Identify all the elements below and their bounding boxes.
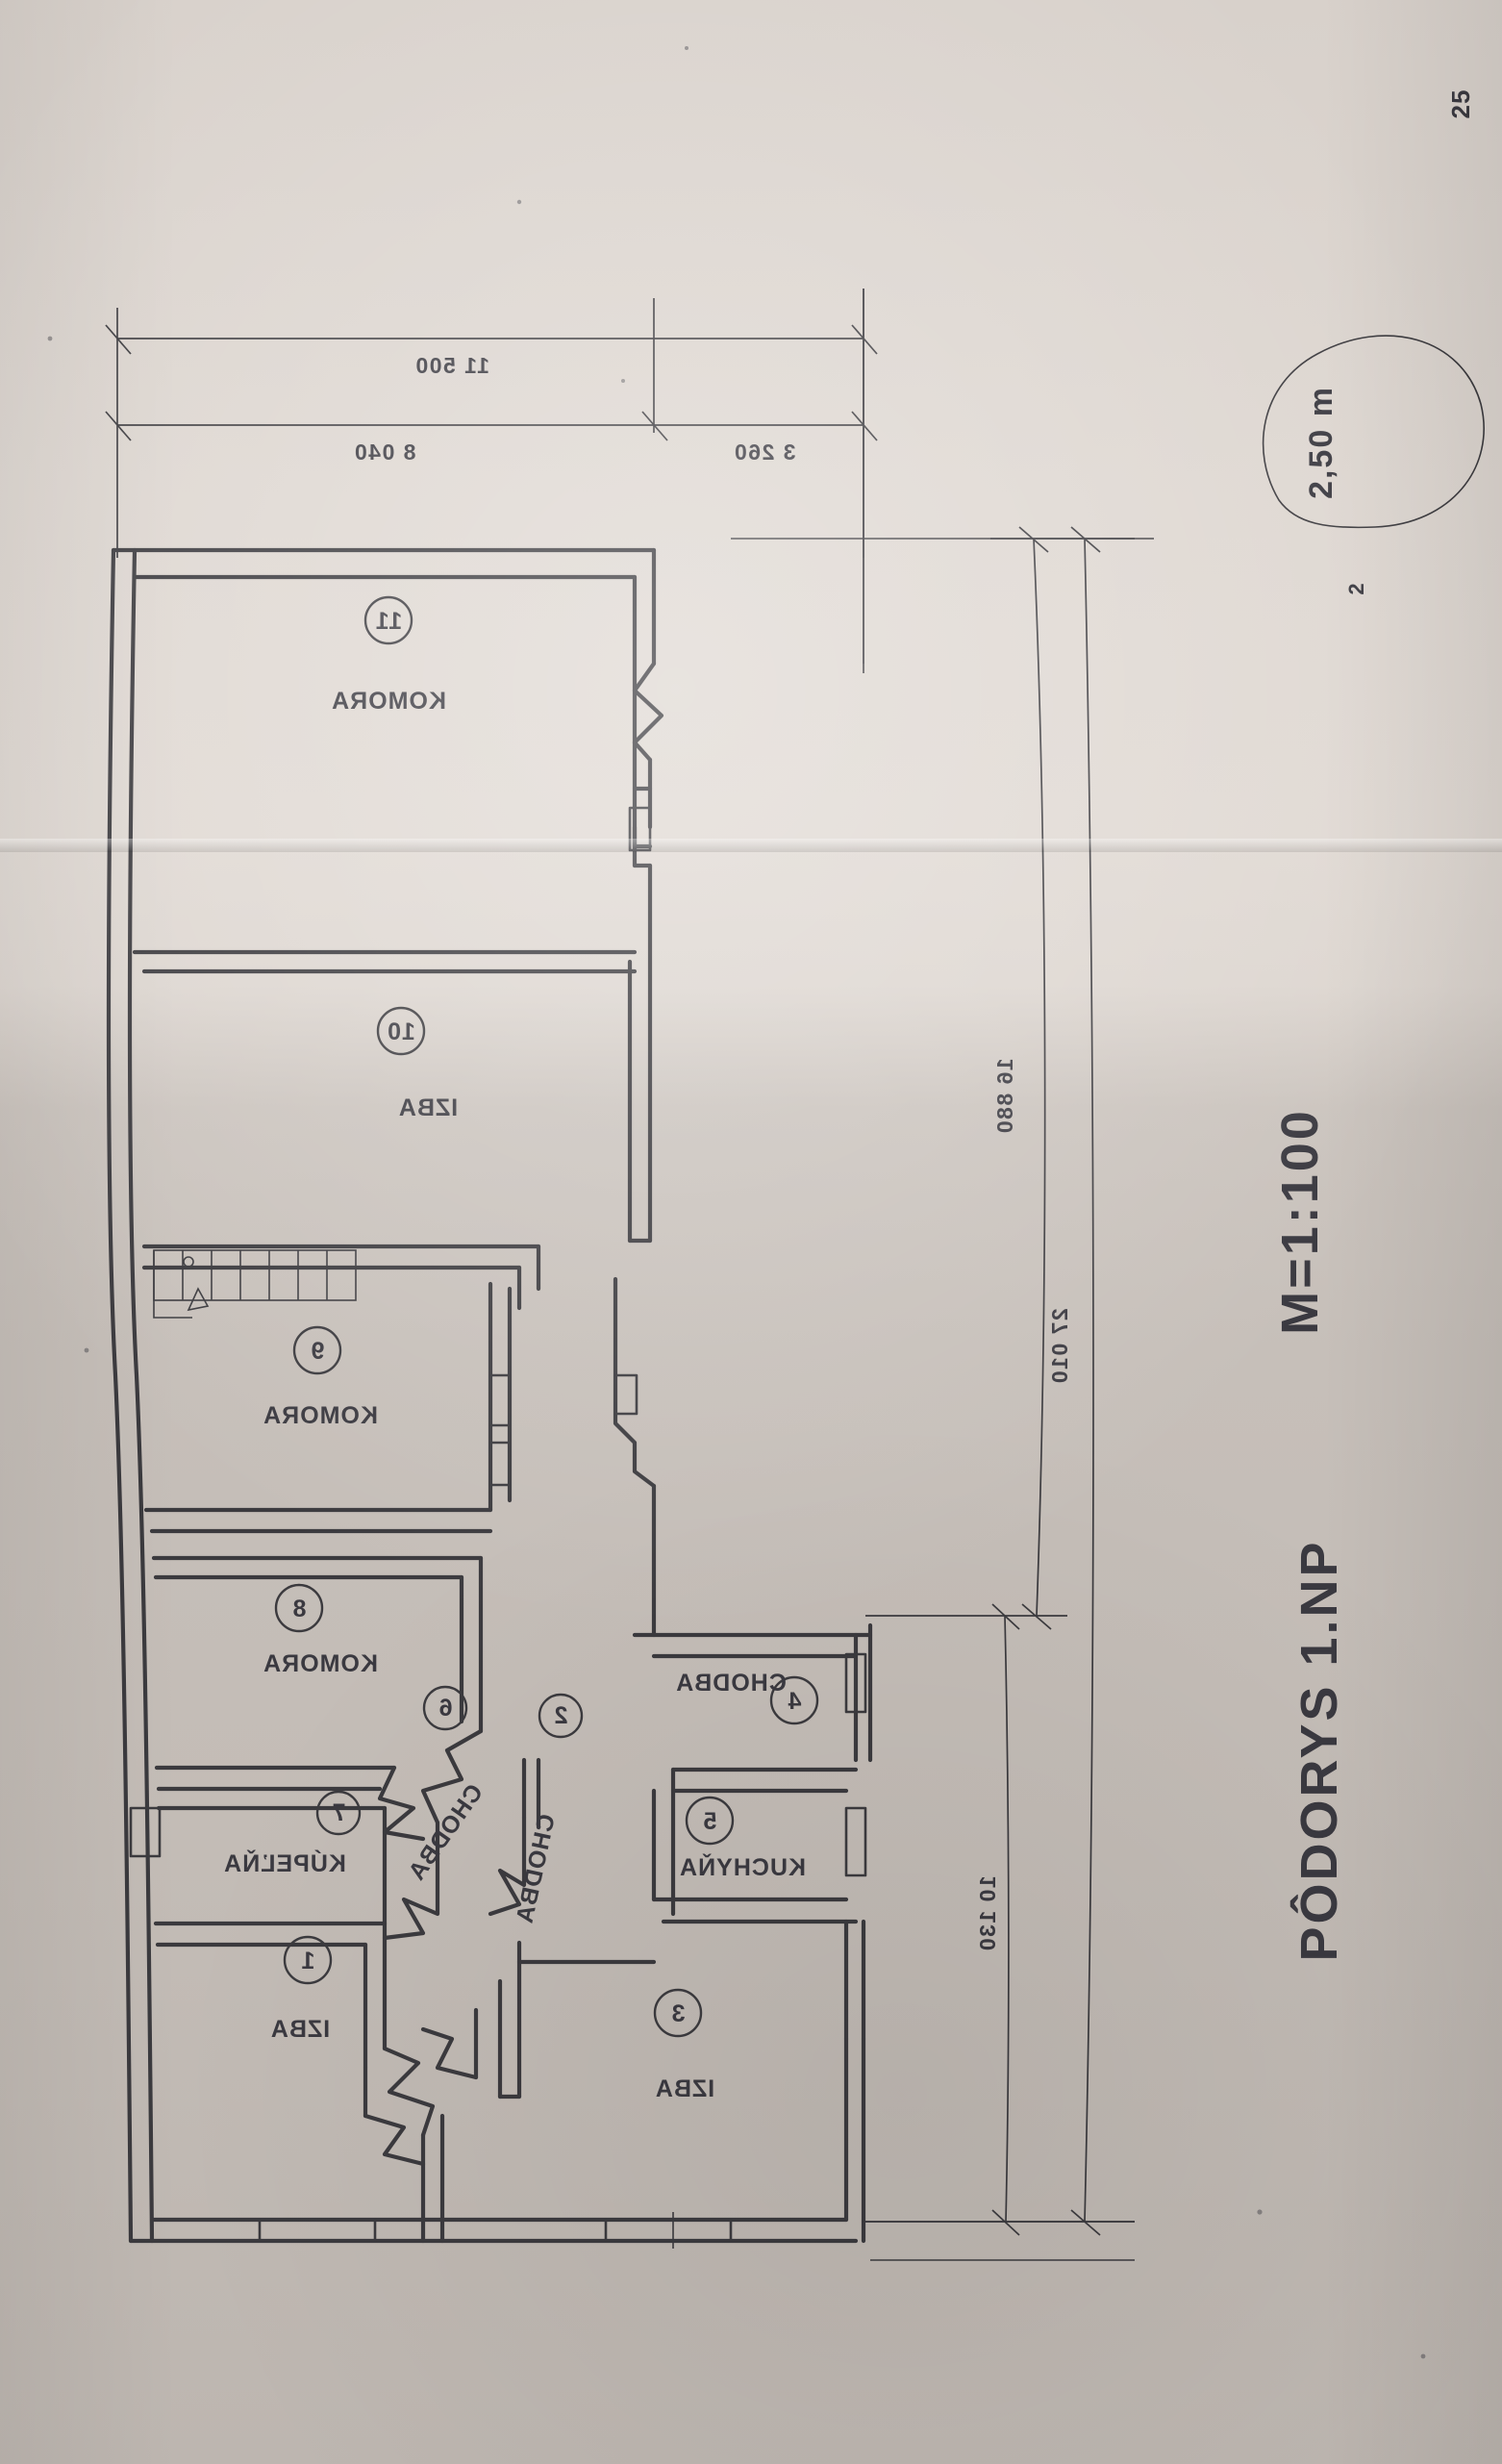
room-number: 4 <box>788 1688 802 1715</box>
room-2: 2 CHODBA <box>511 1693 584 1926</box>
scale-label: M=1:100 <box>1271 1108 1329 1335</box>
room-11: 11 KOMORA <box>331 595 446 715</box>
staircase <box>153 1249 357 1319</box>
room-number: 5 <box>703 1808 717 1835</box>
top-dimension-group <box>105 289 1154 673</box>
room-number: 9 <box>311 1338 325 1365</box>
dimension-texts: 11 500 8 040 3 260 16 880 27 010 10 130 <box>353 353 1072 1952</box>
speck <box>1257 2209 1263 2215</box>
room-name: KÚPEĽŇA <box>223 1848 346 1877</box>
room-name: IZBA <box>398 1094 458 1121</box>
room-name: CHODBA <box>675 1670 787 1697</box>
room-name: CHODBA <box>511 1812 560 1926</box>
building-walls <box>106 547 873 2249</box>
area-note: 2,50 m 2 <box>1262 335 1485 595</box>
room-5: 5 KUCHYŇA <box>679 1796 806 1881</box>
corner-number: 25 <box>1446 89 1475 119</box>
speck <box>621 379 625 383</box>
room-name: IZBA <box>270 2016 330 2043</box>
dim-right-lower: 10 130 <box>975 1875 1000 1951</box>
room-name: KOMORA <box>331 688 446 715</box>
room-number: 3 <box>671 2000 686 2027</box>
dim-right-total: 27 010 <box>1047 1308 1072 1384</box>
room-10: 10 IZBA <box>376 1006 458 1121</box>
room-6: 6 CHODBA <box>403 1685 488 1886</box>
dim-top-right: 3 260 <box>733 440 795 465</box>
room-number: 6 <box>438 1695 453 1722</box>
room-number: 10 <box>387 1018 415 1045</box>
page-title: PÔDORYS 1.NP <box>1289 1539 1348 1961</box>
right-dimension-group <box>865 526 1135 2261</box>
room-number: 7 <box>332 1799 346 1826</box>
room-name: CHODBA <box>403 1779 488 1886</box>
room-1: 1 IZBA <box>270 1935 333 2043</box>
room-number: 1 <box>301 1948 315 1974</box>
speck <box>47 336 53 341</box>
corner-mark: 25 <box>1446 89 1475 119</box>
speck <box>516 199 522 205</box>
area-value: 2,50 m <box>1303 386 1339 499</box>
dim-top-left: 8 040 <box>353 440 415 465</box>
room-name: KOMORA <box>263 1402 378 1429</box>
room-8: 8 KOMORA <box>263 1583 378 1677</box>
room-9: 9 KOMORA <box>263 1325 378 1429</box>
room-name: KOMORA <box>263 1650 378 1677</box>
speck <box>1420 2353 1426 2359</box>
speck <box>685 46 688 50</box>
dim-right-upper: 16 880 <box>992 1058 1017 1134</box>
room-number: 8 <box>292 1596 307 1622</box>
room-name: IZBA <box>655 2075 714 2102</box>
room-4: 4 CHODBA <box>675 1670 819 1725</box>
room-number: 11 <box>375 608 402 635</box>
dim-top-total: 11 500 <box>414 353 489 378</box>
area-exponent: 2 <box>1344 582 1368 594</box>
speck <box>84 1347 89 1353</box>
room-labels: 11 KOMORA 10 IZBA 9 KOMORA 8 KOMORA <box>223 595 819 2102</box>
room-name: KUCHYŇA <box>679 1852 806 1881</box>
room-number: 2 <box>554 1702 568 1729</box>
room-3: 3 IZBA <box>653 1988 714 2102</box>
title-block: PÔDORYS 1.NP M=1:100 <box>1271 1108 1348 1961</box>
room-7: 7 KÚPEĽŇA <box>223 1790 362 1877</box>
